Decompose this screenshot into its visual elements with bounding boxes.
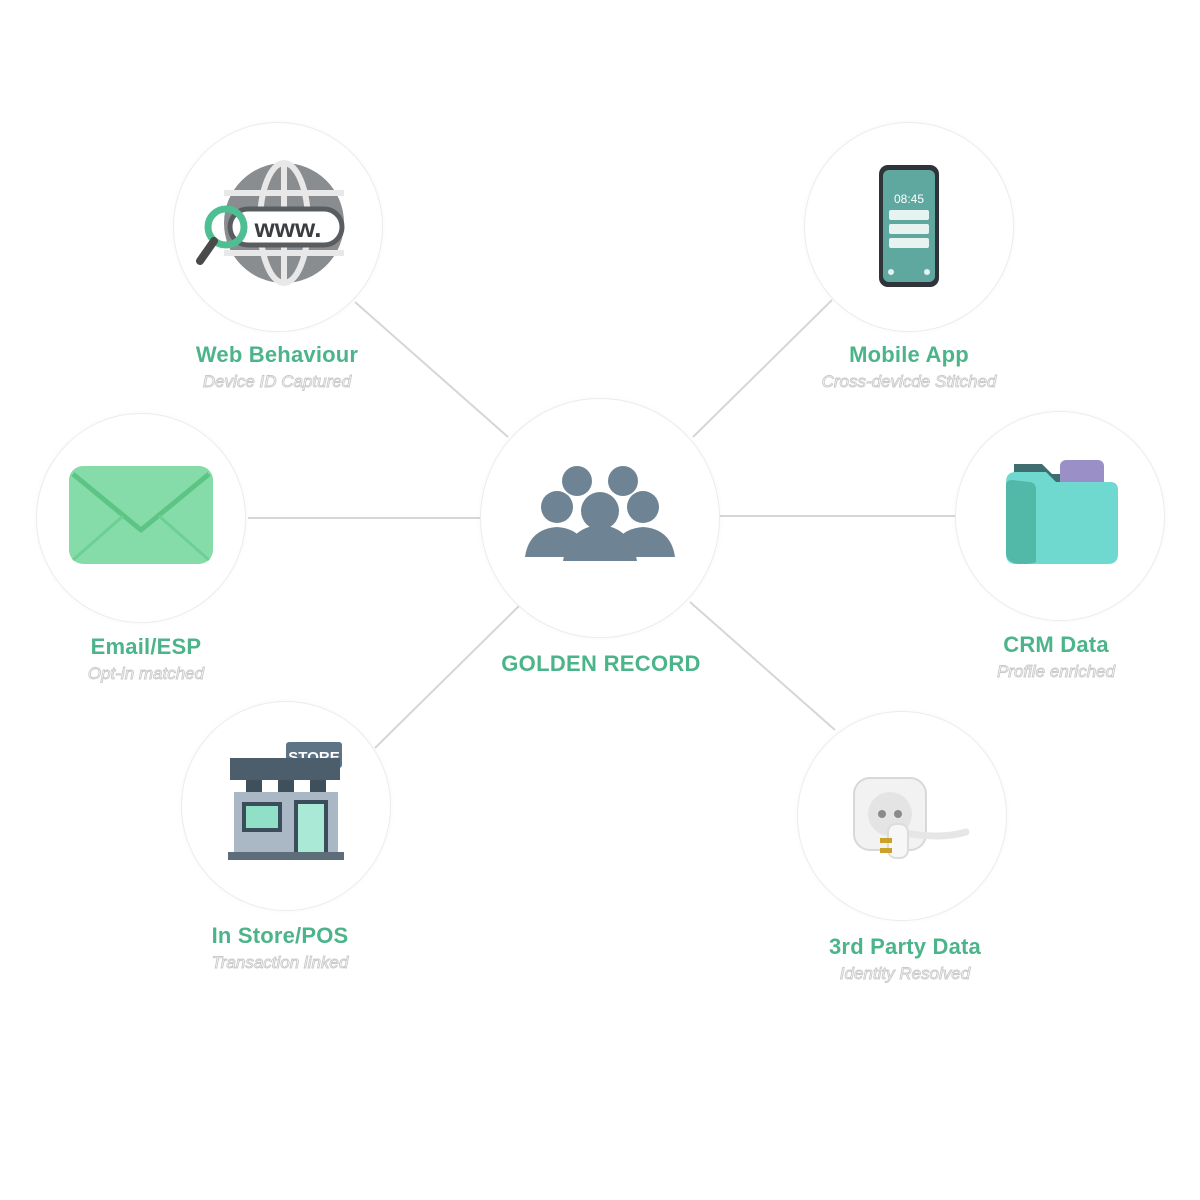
mobile-app-subtitle: Cross-devicde Stitched [821,372,997,392]
golden-record-title: GOLDEN RECORD [501,651,701,676]
group-people-icon [525,466,675,561]
third-party-title: 3rd Party Data [829,934,981,959]
third-party-subtitle: Identity Resolved [839,964,971,984]
email-esp-subtitle: Opt-in matched [87,664,205,684]
connector-store [374,604,521,749]
mobile-app-node: 08:45 [804,122,1014,332]
connector-mobile [692,299,833,438]
storefront-icon: STORE [228,742,344,860]
email-esp-title: Email/ESP [90,634,202,659]
third-party-node [797,711,1007,921]
in-store-pos-subtitle: Transaction linked [211,953,349,973]
in-store-pos-node: STORE [181,701,391,911]
globe-www-icon: www. [196,160,345,286]
web-behaviour-subtitle: Device ID Captured [202,372,352,392]
crm-data-node [955,411,1165,621]
email-esp-node [36,413,246,623]
crm-data-title: CRM Data [1003,632,1109,657]
phone-time: 08:45 [894,192,924,206]
golden-record-node [480,398,720,638]
envelope-icon [69,466,213,564]
connector-third [689,601,836,731]
mobile-app-title: Mobile App [849,342,969,367]
connector-web [354,301,509,438]
in-store-pos-title: In Store/POS [211,923,349,948]
smartphone-icon: 08:45 [879,165,939,287]
web-behaviour-title: Web Behaviour [195,342,359,367]
svg-text:www.: www. [254,213,322,243]
folder-icon [1006,460,1118,564]
web-behaviour-node: www. [173,122,383,332]
crm-data-subtitle: Profile enriched [996,662,1116,682]
power-plug-icon [853,777,970,859]
